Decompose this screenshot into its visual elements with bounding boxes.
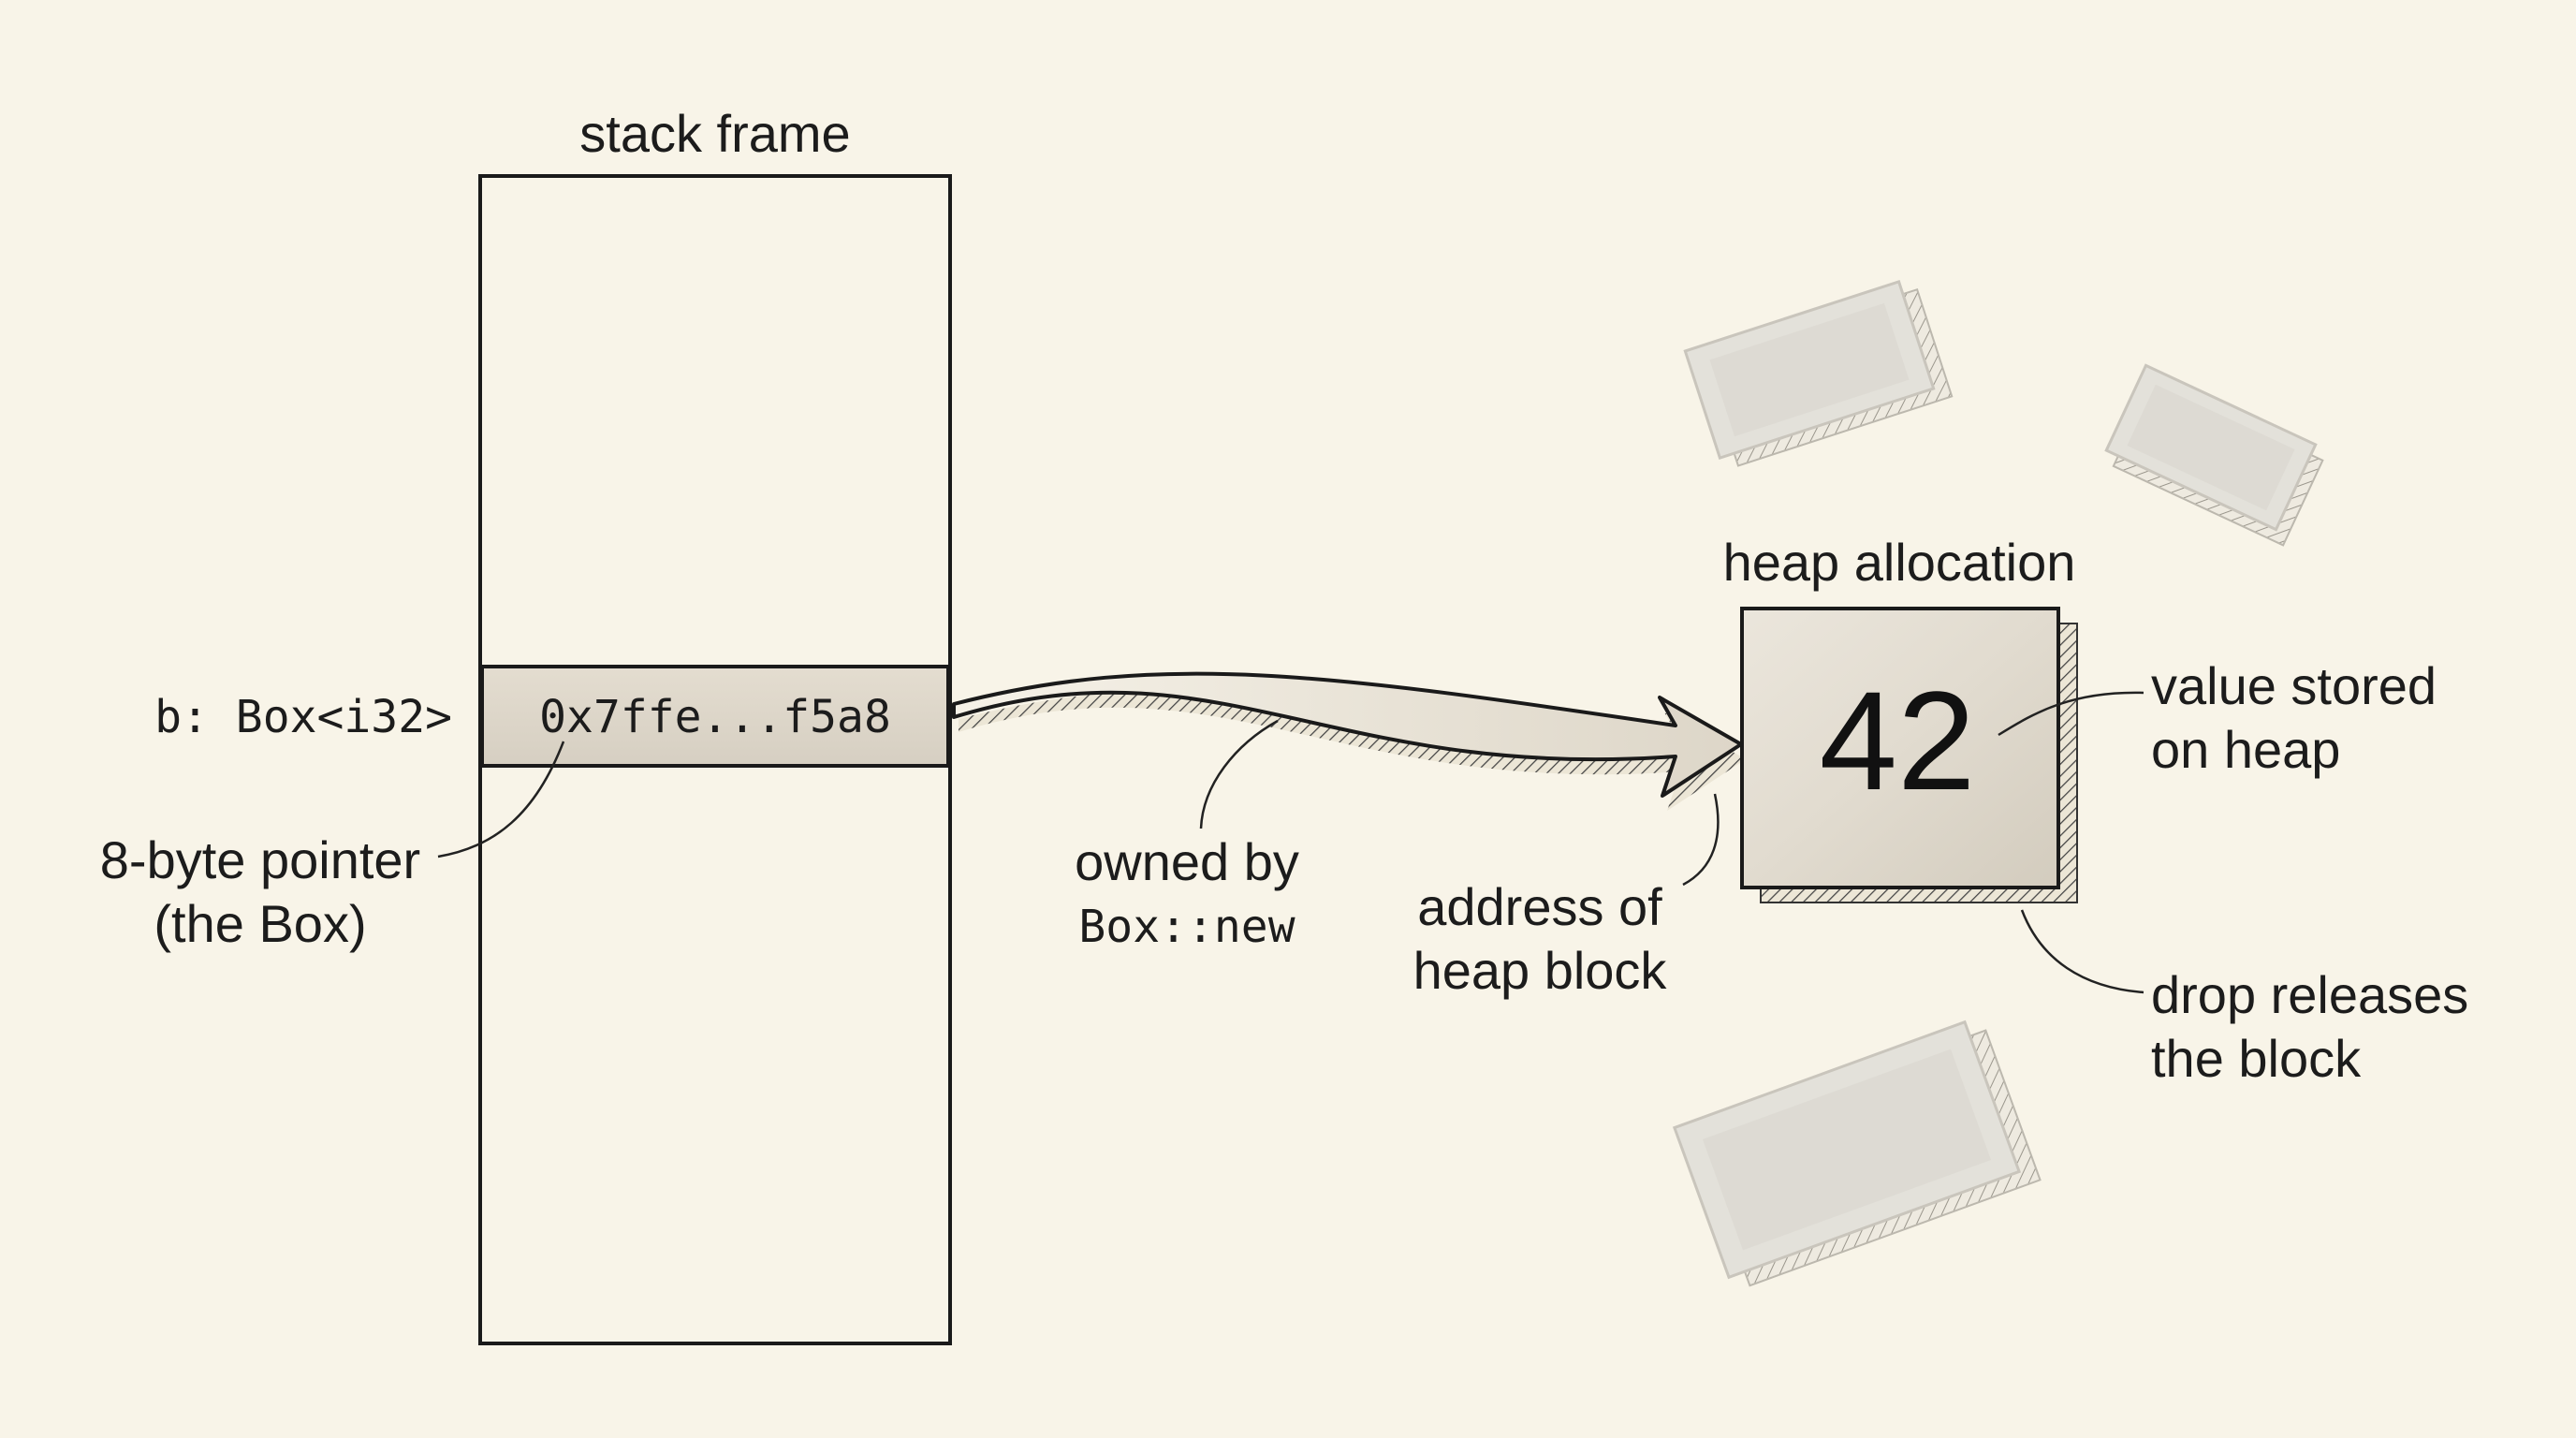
faded-block-top-right [2104,363,2324,547]
pointer-slot-value: 0x7ffe...f5a8 [539,691,891,743]
drop-note-leader [2020,909,2144,994]
faded-block-bottom [1672,1020,2042,1287]
drop-note-line2: the block [2151,1029,2362,1088]
owned-by-leader [1199,719,1279,829]
value-note-line1: value stored [2151,656,2437,715]
heap-allocation-title: heap allocation [1723,533,2076,592]
pointer-arrow [952,671,1746,811]
address-note-line2: heap block [1413,941,1668,1000]
variable-label: b: Box<i32> [154,691,452,743]
pointer-note-line2: (the Box) [154,894,366,953]
faded-block-top-left [1683,279,1954,467]
value-note-leader [1998,691,2144,737]
heap-value: 42 [1820,662,1976,819]
owned-by-line2: Box::new [1078,901,1295,953]
owned-by-line1: owned by [1075,832,1299,891]
value-note-line2: on heap [2151,720,2340,779]
stack-frame-title: stack frame [579,104,850,163]
pointer-note-line1: 8-byte pointer [100,830,420,889]
pointer-slot [480,665,950,768]
address-note-line1: address of [1417,877,1662,936]
drop-note-line1: drop releases [2151,965,2468,1024]
address-leader [1682,793,1720,887]
pointer-note-leader [437,741,565,858]
heap-block [1740,607,2060,889]
